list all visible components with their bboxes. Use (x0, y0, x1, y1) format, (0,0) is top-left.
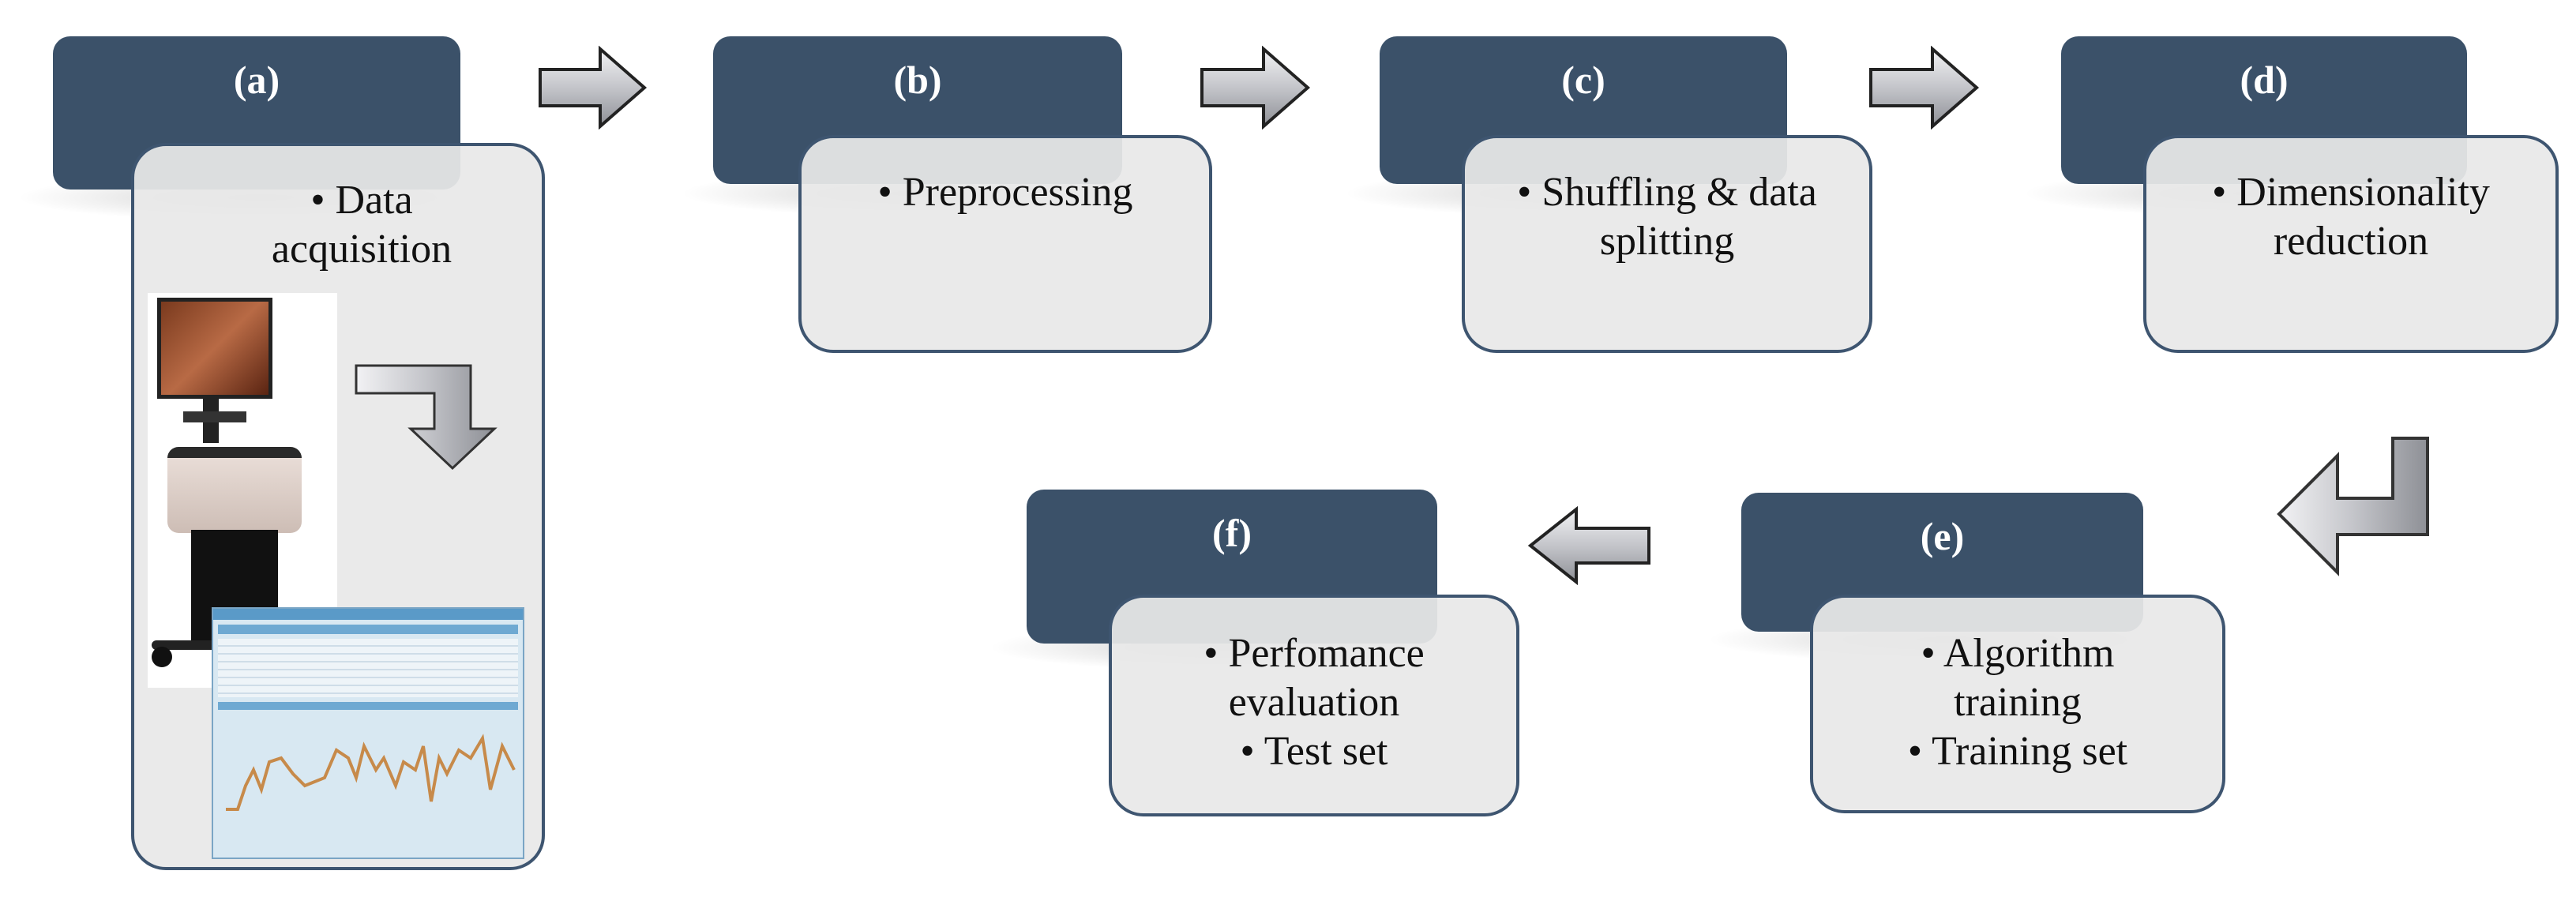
step-c-card: • Shuffling & data splitting (1462, 135, 1872, 353)
step-f-bullet-2: • Test set (1240, 729, 1388, 774)
step-c-bullet: • Shuffling & data splitting (1517, 170, 1817, 264)
software-screenshot-image (212, 607, 524, 859)
step-f-card: • Perfomance evaluation • Test set (1109, 595, 1519, 816)
step-b-card: • Preprocessing (798, 135, 1212, 353)
step-a-bullet: • Data acquisition (271, 178, 452, 272)
step-b-label: (b) (893, 58, 942, 102)
signal-chart (226, 734, 516, 811)
step-c-label: (c) (1561, 58, 1605, 102)
step-f-label: (f) (1212, 511, 1252, 555)
arrow-left-icon (1527, 506, 1650, 585)
step-e-label: (e) (1920, 514, 1965, 558)
step-e-card: • Algorithm training • Training set (1810, 595, 2225, 813)
step-e-bullet-2: • Training set (1907, 729, 2128, 774)
step-a-label: (a) (233, 58, 280, 102)
arrow-down-bent-icon (355, 364, 498, 471)
step-e-bullet-1: • Algorithm training (1921, 631, 2115, 725)
arrow-right-icon (539, 46, 648, 129)
arrow-right-icon (1869, 46, 1980, 129)
step-d-bullet: • Dimensionality reduction (2212, 170, 2490, 264)
step-d-label: (d) (2240, 58, 2289, 102)
arrow-right-icon (1200, 46, 1311, 129)
step-f-bullet-1: • Perfomance evaluation (1204, 631, 1425, 725)
step-b-bullet: • Preprocessing (877, 170, 1133, 215)
arrow-left-bent-icon (2277, 437, 2429, 576)
step-d-card: • Dimensionality reduction (2143, 135, 2559, 353)
